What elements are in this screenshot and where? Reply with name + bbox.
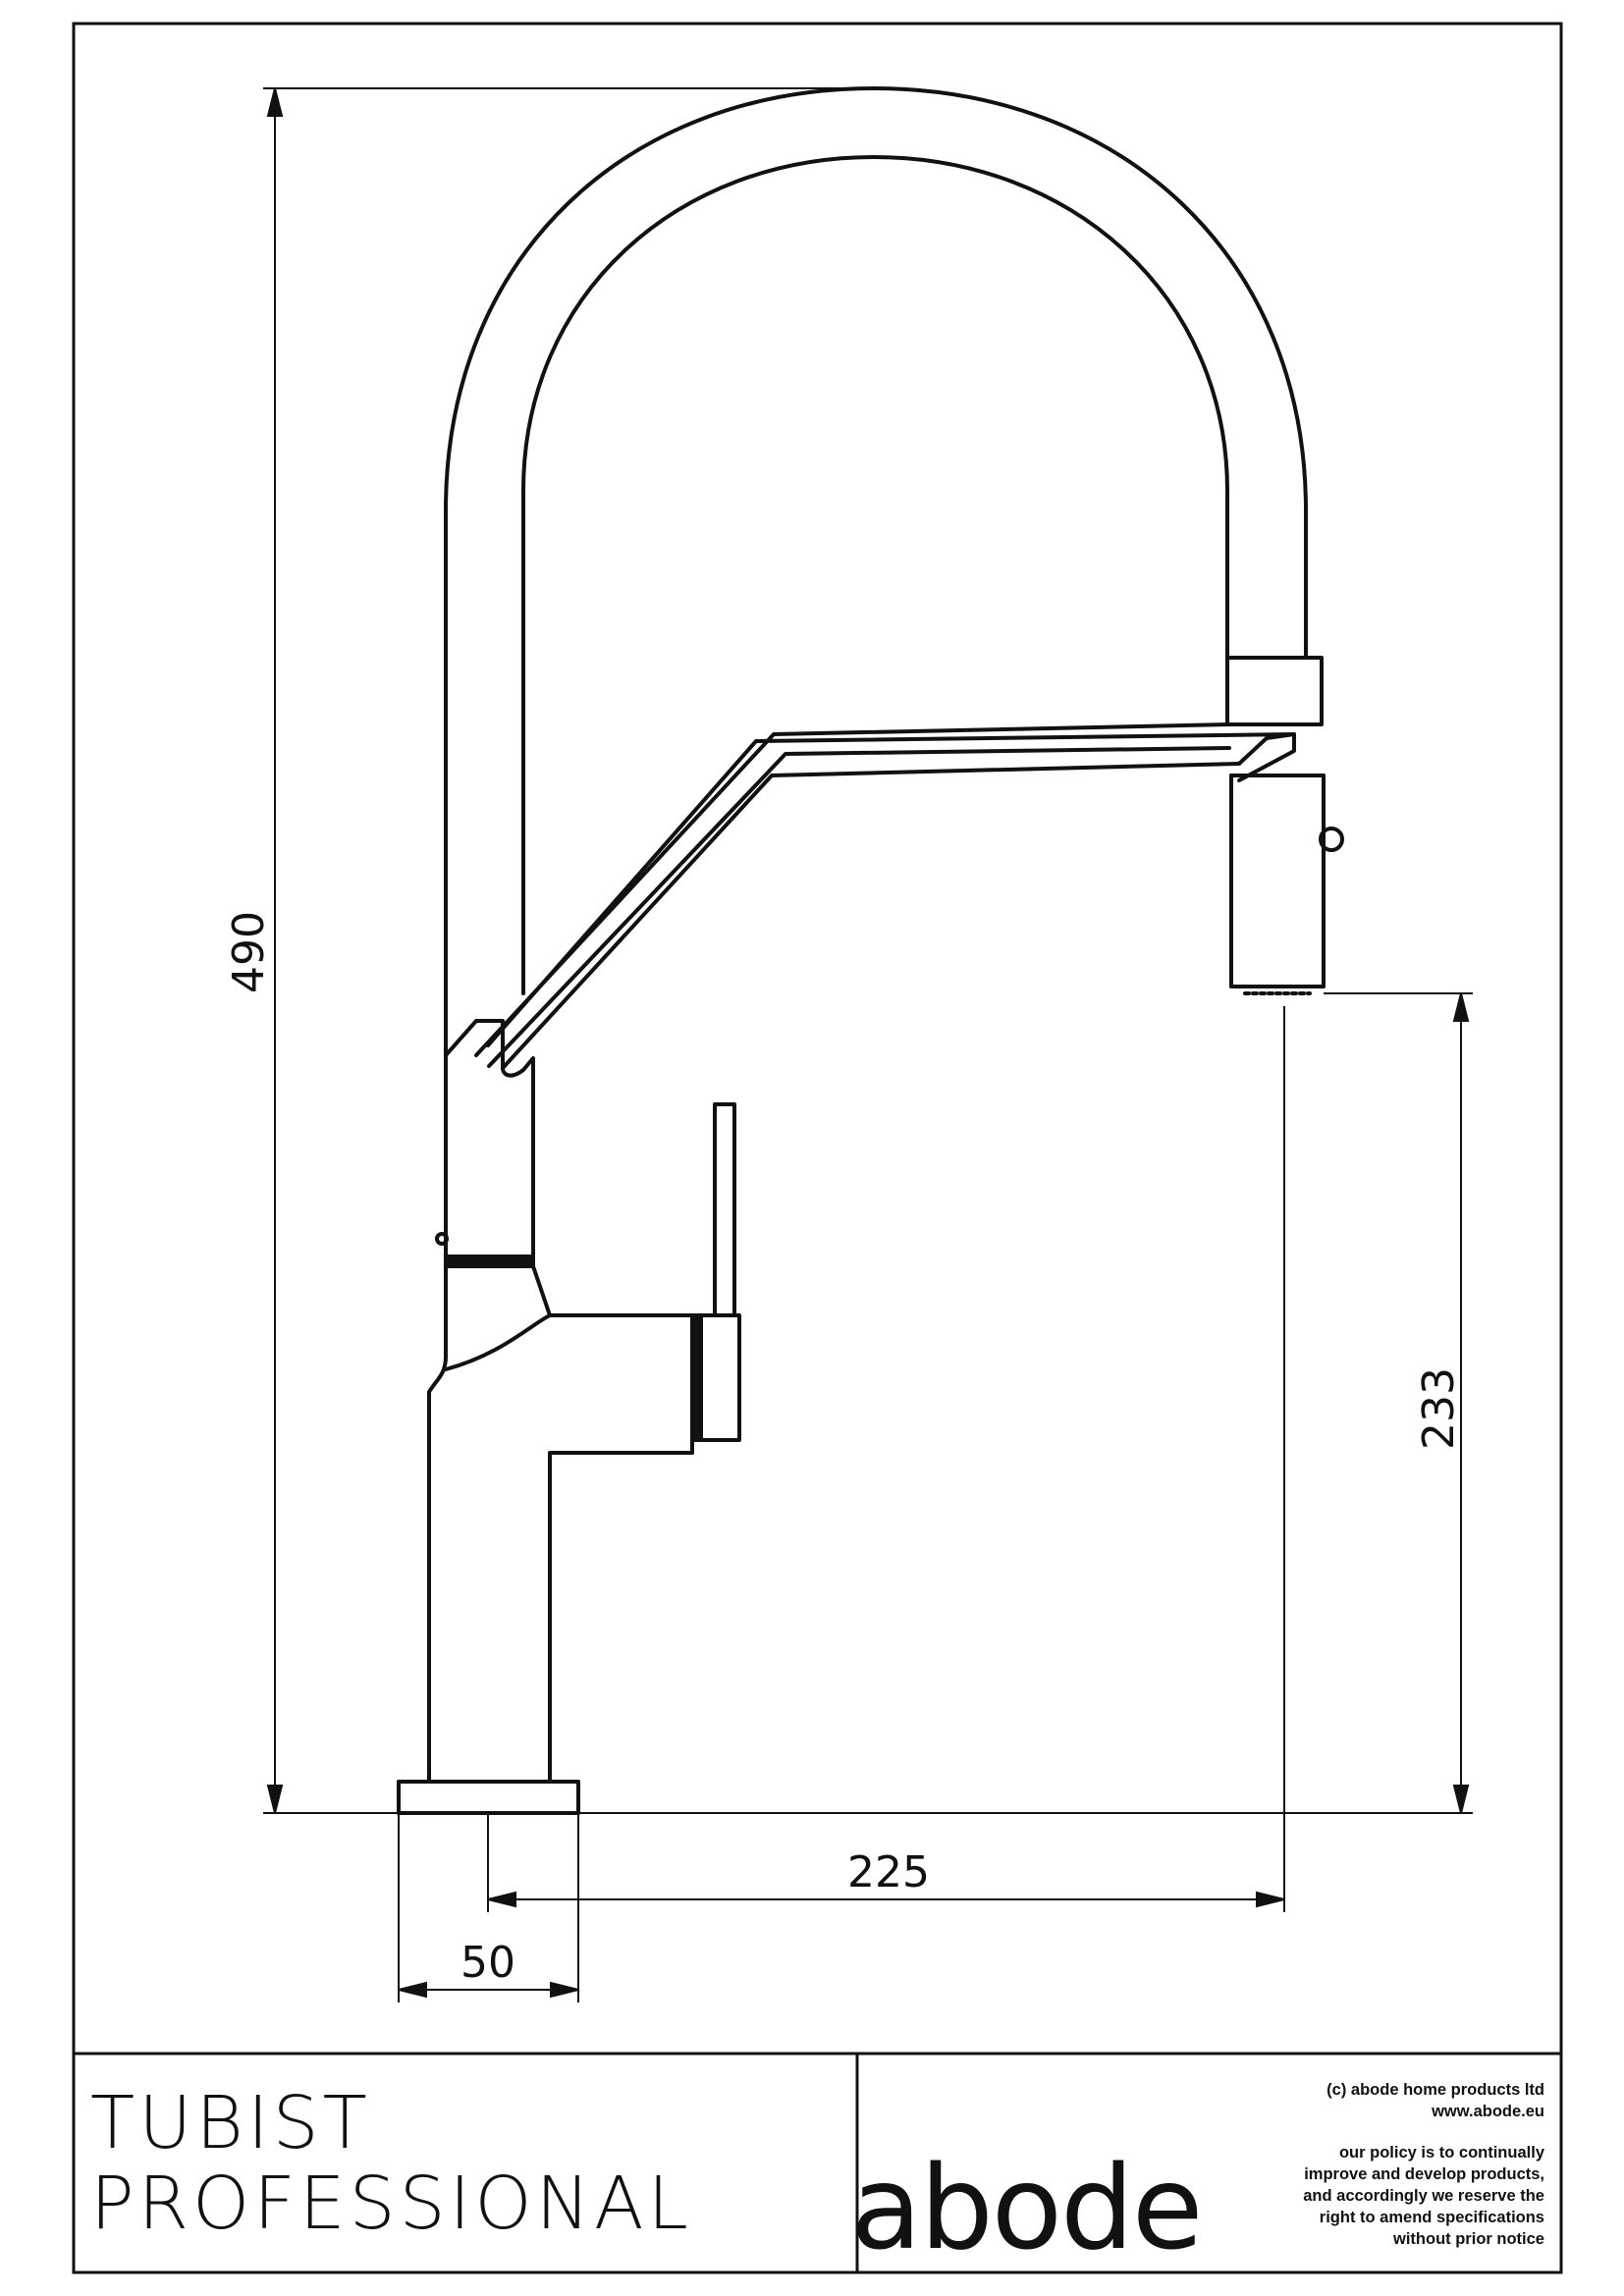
policy-line-1: our policy is to continually (1339, 2144, 1545, 2162)
drawing-border (72, 22, 1563, 2274)
tap-outline (397, 86, 1344, 1815)
dim-225-label: 225 (847, 1847, 930, 1897)
dim-50-arrow-left (398, 1981, 427, 1999)
pivot-screw (435, 1232, 449, 1246)
spray-button (1319, 827, 1344, 852)
tap-body (427, 1264, 694, 1784)
dim-225-arrow-right (1256, 1891, 1285, 1908)
gooseneck-outer (444, 86, 1308, 1057)
dim-490-label: 490 (224, 911, 274, 993)
arm-lower-edge (487, 746, 1231, 1068)
lever-handle (713, 1102, 736, 1317)
dim-50-arrow-right (550, 1981, 579, 1999)
arm-channel-bottom (501, 762, 1241, 1070)
policy-line-4: right to amend specifications (1320, 2209, 1544, 2226)
policy-line-5: without prior notice (1392, 2230, 1544, 2248)
dim-50-label: 50 (460, 1938, 515, 1988)
website-line: www.abode.eu (1431, 2103, 1544, 2120)
dim-225-arrow-left (487, 1891, 516, 1908)
arm-channel-top (486, 732, 1296, 1047)
lever-hub-band (690, 1313, 703, 1442)
gooseneck-inner (521, 155, 1229, 995)
product-name-line1: TUBIST (90, 2081, 371, 2165)
dim-233-arrow-bottom (1452, 1785, 1470, 1814)
base-plate (397, 1780, 580, 1815)
policy-line-2: improve and develop products, (1304, 2165, 1544, 2183)
copyright-line: (c) abode home products ltd (1326, 2081, 1544, 2099)
spray-head-body (1229, 774, 1326, 988)
arm-hook (1237, 732, 1296, 782)
dim-490-arrow-bottom (266, 1785, 284, 1814)
pivot-block (444, 1019, 535, 1268)
policy-line-3: and accordingly we reserve the (1303, 2187, 1544, 2205)
spray-head-collar (1225, 656, 1324, 726)
dim-233-label: 233 (1414, 1367, 1464, 1450)
product-name-line2: PROFESSIONAL (90, 2162, 692, 2246)
pivot-band (444, 1255, 535, 1268)
body-curve (444, 1313, 552, 1371)
brand-logo: abode (851, 2140, 1202, 2275)
dimension-lines (263, 87, 1473, 2002)
dim-490-arrow-top (266, 87, 284, 117)
dim-233-arrow-top (1452, 992, 1470, 1022)
